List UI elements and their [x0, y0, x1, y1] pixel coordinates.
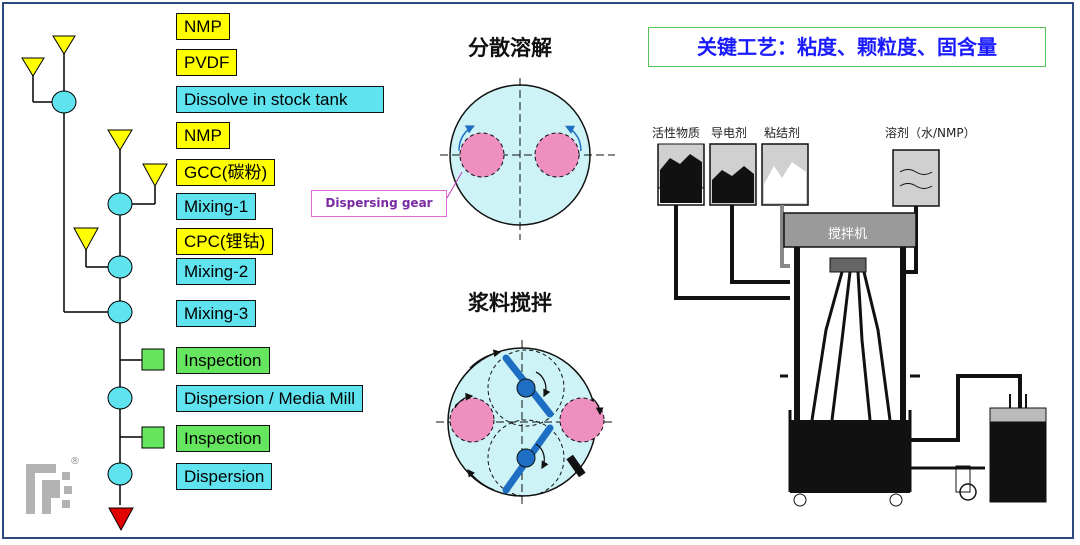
material-nmp-1: NMP — [176, 13, 230, 40]
dissolve-title: 分散溶解 — [468, 36, 552, 60]
end-arrow — [108, 507, 134, 532]
inspection-node — [141, 426, 165, 449]
conductive-agent-hopper — [709, 143, 757, 206]
step-mixing-1: Mixing-1 — [176, 193, 257, 220]
solvent-tank — [892, 149, 940, 207]
company-logo — [26, 464, 72, 514]
solvent-label: 溶剂（水/NMP） — [885, 126, 976, 140]
mixing-node — [107, 386, 133, 410]
binder-label: 粘结剂 — [764, 126, 801, 140]
active-material-hopper — [657, 143, 705, 206]
mixing-node — [107, 462, 133, 486]
slide-frame — [2, 2, 1074, 539]
step-mixing-2: Mixing-2 — [176, 258, 257, 285]
step-dispersion-media-mill: Dispersion / Media Mill — [176, 385, 363, 412]
material-nmp-2: NMP — [176, 122, 230, 149]
inspection-node — [141, 348, 165, 371]
mixing-node — [51, 90, 77, 114]
key-process-banner: 关键工艺：粘度、颗粒度、固含量 — [648, 27, 1046, 67]
disperser-right — [559, 397, 605, 443]
dispersing-gear-left — [459, 132, 505, 178]
step-dispersion: Dispersion — [176, 463, 273, 490]
disperser-left — [449, 397, 495, 443]
material-gcc: GCC(碳粉) — [176, 159, 276, 186]
dispersing-gear-label: Dispersing gear — [311, 190, 447, 217]
material-input-triangle — [21, 57, 45, 77]
conductive-agent-label: 导电剂 — [711, 126, 748, 140]
dispersing-gear-right — [534, 132, 580, 178]
mixing-node — [107, 300, 133, 324]
mixing-node — [107, 192, 133, 216]
material-pvdf: PVDF — [176, 49, 238, 76]
step-dissolve: Dissolve in stock tank — [176, 86, 384, 113]
slurry-mixing-tank — [436, 340, 612, 505]
mixing-machine-schematic — [657, 143, 1047, 507]
step-mixing-3: Mixing-3 — [176, 300, 257, 327]
planetary-blade-top — [502, 354, 554, 418]
mixer-label: 搅拌机 — [828, 227, 868, 242]
planetary-blade-bottom — [502, 424, 554, 494]
active-material-label: 活性物质 — [652, 126, 701, 140]
material-cpc: CPC(锂钴) — [176, 228, 274, 255]
binder-hopper — [761, 143, 809, 206]
step-inspection-1: Inspection — [176, 347, 270, 374]
material-input-triangle — [73, 227, 99, 252]
material-input-triangle — [142, 163, 168, 188]
dissolve-tank — [440, 78, 615, 240]
material-input-triangle — [52, 35, 76, 55]
mixing-node — [107, 255, 133, 279]
slurry-mixing-title: 浆料搅拌 — [468, 291, 552, 315]
step-inspection-2: Inspection — [176, 425, 270, 452]
registered-mark: ® — [70, 456, 80, 467]
material-input-triangle — [107, 129, 133, 151]
